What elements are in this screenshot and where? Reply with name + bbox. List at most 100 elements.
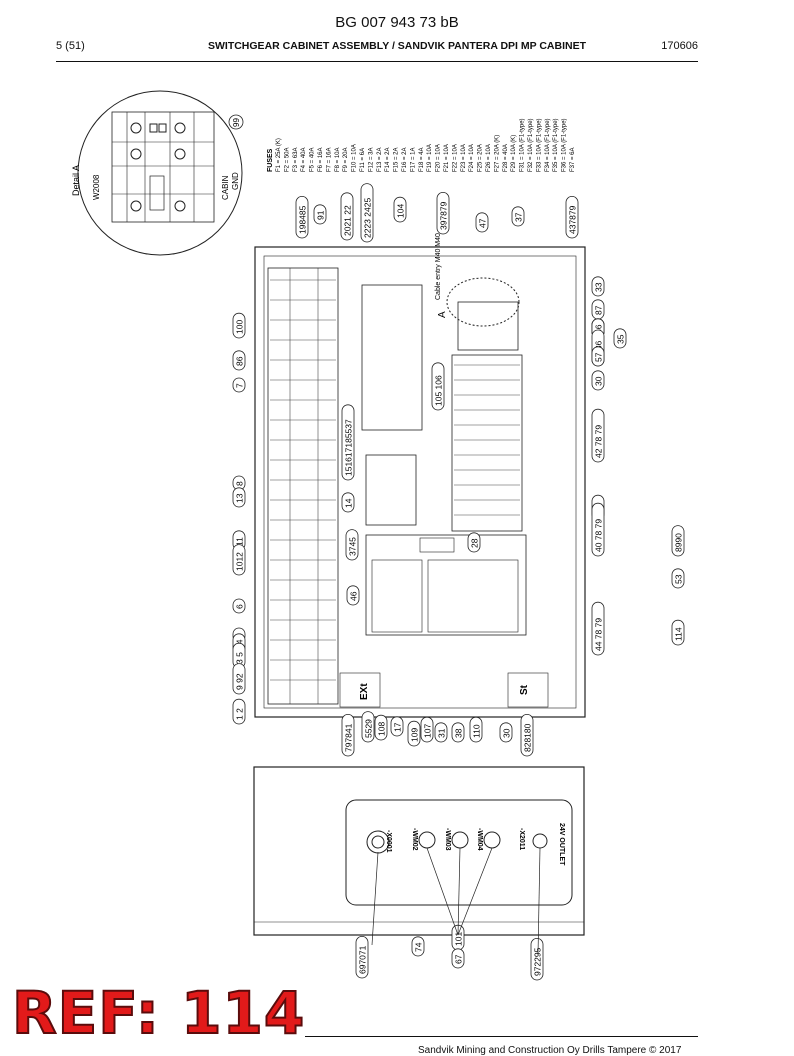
door-label-wm02: -WM02 — [411, 828, 418, 851]
fuse-item: F22 = 10A — [452, 144, 458, 172]
fuse-item: F14 = 2A — [385, 147, 391, 172]
callout-number: 105 106 — [434, 375, 444, 406]
callout-number: 17 — [393, 722, 403, 732]
callout-number: 74 — [414, 942, 424, 952]
callout-number: 40 78 79 — [594, 519, 604, 552]
callout-bubble — [671, 568, 685, 589]
doc-title: SWITCHGEAR CABINET ASSEMBLY / SANDVIK PA… — [207, 40, 587, 52]
callout-number: 46 — [349, 591, 359, 601]
callout-bubble — [393, 196, 407, 223]
detail-a-label: Detail A — [71, 165, 81, 196]
callout-bubble — [341, 404, 355, 481]
callout-number: 3 5 — [235, 652, 245, 664]
callout-number: 3745 — [348, 537, 358, 556]
callout-number: 91 — [316, 210, 326, 220]
callout-bubble — [591, 346, 605, 367]
relay-block — [361, 284, 423, 431]
fuse-item: F35 = 10A (F1-type) — [553, 118, 559, 172]
fuse-item: F10 = 10A — [352, 144, 358, 172]
callout-number: 109 — [410, 728, 420, 742]
callouts-left: 10086781311101264943 59 921 2 — [232, 312, 246, 725]
connector-wm03 — [451, 831, 469, 849]
callout-number: 11 — [235, 537, 245, 546]
door-outlet-label: 24V OUTLET — [558, 823, 565, 866]
callout-bubble — [341, 714, 355, 757]
callout-number: 87 — [594, 305, 604, 315]
callout-bubble — [431, 362, 445, 411]
detail-gnd-label: GND — [231, 172, 240, 190]
callout-number: 37 — [514, 212, 524, 222]
callout-bubble — [232, 350, 246, 371]
callout-bubble — [467, 532, 481, 553]
callout-bubble — [390, 716, 404, 737]
callout-bubble — [360, 183, 374, 243]
callout-bubble — [341, 492, 355, 513]
page-number: 5 (51) — [56, 40, 85, 52]
callout-bubble — [591, 408, 605, 463]
callout-bubble — [232, 487, 246, 508]
callout-bubble — [671, 525, 685, 557]
terminal-strip — [451, 354, 523, 532]
connector-wm04 — [483, 831, 501, 849]
fuse-item: F5 = 40A — [310, 147, 316, 172]
door-label-x2011: -X2011 — [518, 828, 525, 850]
door-outline — [253, 766, 585, 936]
header-rule — [56, 61, 698, 62]
fuse-item: F24 = 10A — [469, 144, 475, 172]
callout-number: 101 — [454, 932, 464, 946]
callout-bubble — [434, 722, 448, 743]
callout-bubble — [232, 312, 246, 339]
callout-number: 30 — [502, 728, 512, 738]
callout-bubble — [436, 191, 450, 235]
callout-number: 8990 — [674, 533, 684, 552]
fuse-item: F2 = 50A — [284, 147, 290, 172]
callout-number: 2223 2425 — [363, 198, 373, 238]
fuse-item: F27 = 20A (K) — [494, 135, 500, 172]
fuse-item: F7 = 16A — [326, 147, 332, 172]
ref-stamp: REF: 114 — [11, 979, 306, 1047]
callout-number: 198485 — [298, 205, 308, 234]
callout-bubble — [591, 502, 605, 557]
callout-number: 86 — [235, 356, 245, 366]
callout-number: 30 — [594, 376, 604, 386]
fuse-item: F12 = 3A — [368, 147, 374, 172]
callout-bubble — [232, 377, 246, 393]
callout-bubble — [591, 601, 605, 656]
callout-number: 697071 — [358, 945, 368, 974]
fuse-item: F34 = 10A (F1-type) — [545, 118, 551, 172]
callout-bubble — [295, 195, 309, 239]
detail-cabin-label: CABIN — [221, 175, 230, 200]
cable-entry-label: Cable entry M40 M40 — [435, 233, 442, 300]
callout-bubble — [232, 598, 246, 614]
callout-number: 47 — [478, 218, 488, 228]
callout-bubble — [232, 698, 246, 725]
callout-bubble — [313, 204, 327, 225]
fuse-item: F28 = 40A — [503, 144, 509, 172]
footer-rule — [305, 1036, 698, 1037]
callout-bubble — [340, 192, 354, 241]
detail-callout: 99 — [232, 118, 241, 127]
callout-number: 57 — [594, 352, 604, 362]
detail-a-circle — [77, 90, 243, 256]
callout-bubble — [361, 711, 375, 743]
fuse-item: F23 = 10A — [461, 144, 467, 172]
fuse-item: F3 = 63A — [293, 147, 299, 172]
callout-number: 7 — [235, 383, 245, 388]
callout-number: 100 — [235, 320, 245, 334]
fuse-item: F25 = 20A — [478, 144, 484, 172]
callout-number: 1 2 — [235, 708, 245, 720]
door-label-wm03: -WM03 — [444, 828, 451, 851]
callout-bubble — [232, 663, 246, 695]
callout-number: 8 — [235, 481, 245, 486]
fuse-heading: FUSES — [267, 148, 274, 172]
callout-number: 110 — [472, 724, 482, 738]
callout-number: 797841 — [344, 723, 354, 752]
connector-x2011 — [532, 833, 548, 849]
callout-bubble — [565, 195, 579, 239]
callout-bubble — [451, 948, 465, 969]
detail-terminal-id: W2008 — [92, 174, 101, 200]
fuse-item: F9 = 20A — [343, 147, 349, 172]
